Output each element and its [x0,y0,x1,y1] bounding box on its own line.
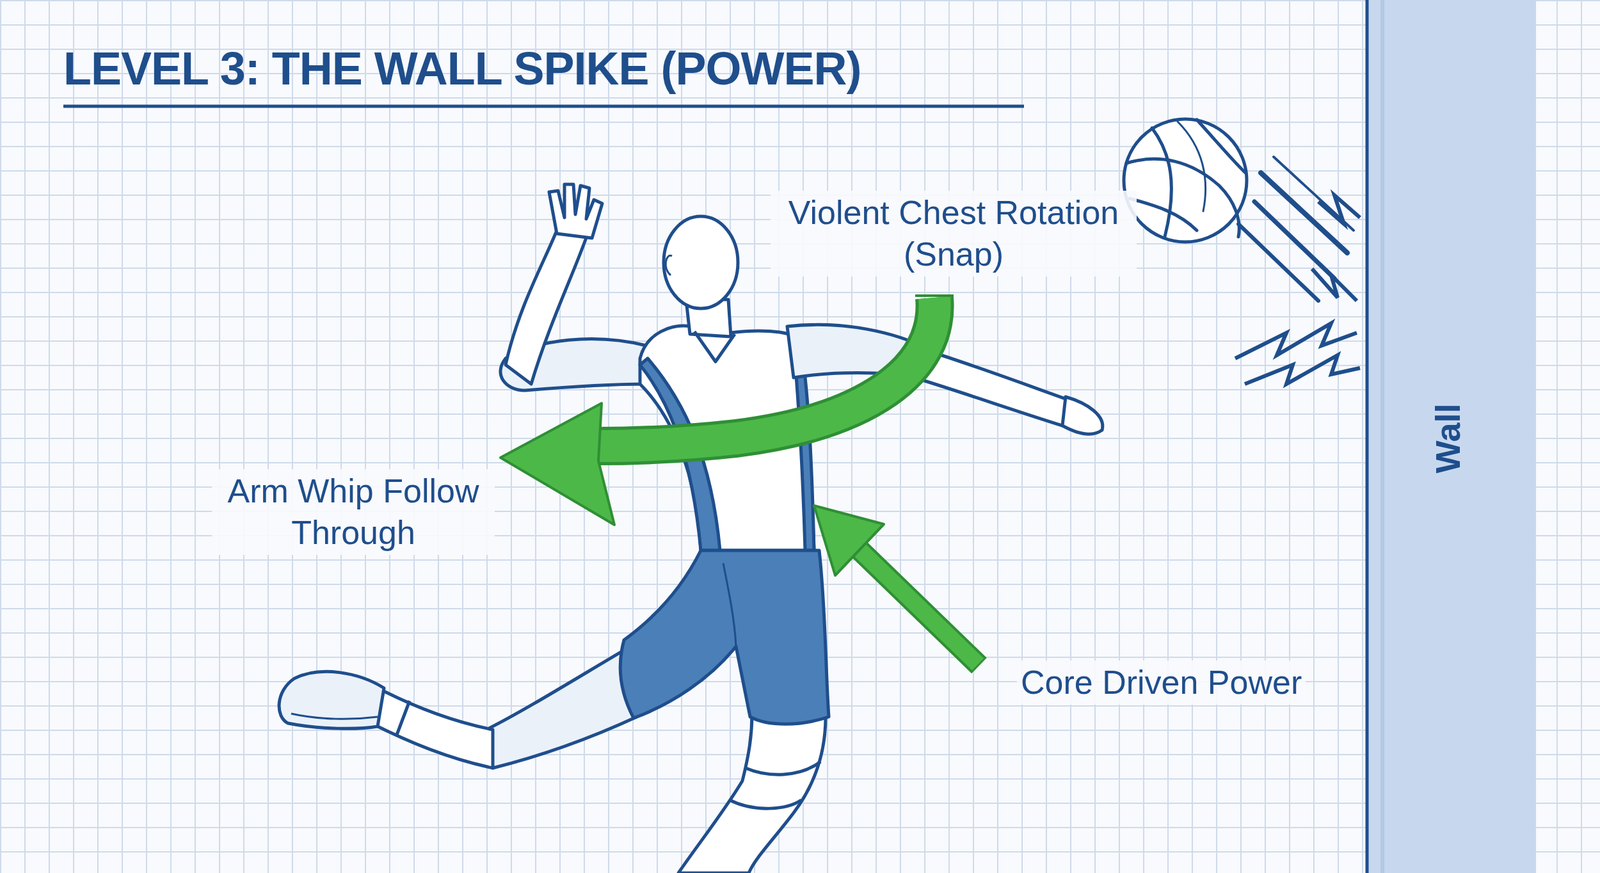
callout-label: Core Driven Power [1016,660,1306,705]
wall-shade [1380,0,1385,873]
title: LEVEL 3: THE WALL SPIKE (POWER) [63,42,861,95]
wall-edge [1365,0,1369,873]
callout-label: Arm Whip Follow Through [211,469,495,555]
volleyball [1123,119,1247,242]
wall-label: Wall [1427,403,1468,473]
title-underline [63,104,1024,109]
callout-label: Violent Chest Rotation (Snap) [770,190,1137,277]
core-arrow [814,505,980,666]
impact-burst [1235,195,1360,384]
rotation-arrow [500,295,954,525]
wall-band [1367,0,1536,873]
